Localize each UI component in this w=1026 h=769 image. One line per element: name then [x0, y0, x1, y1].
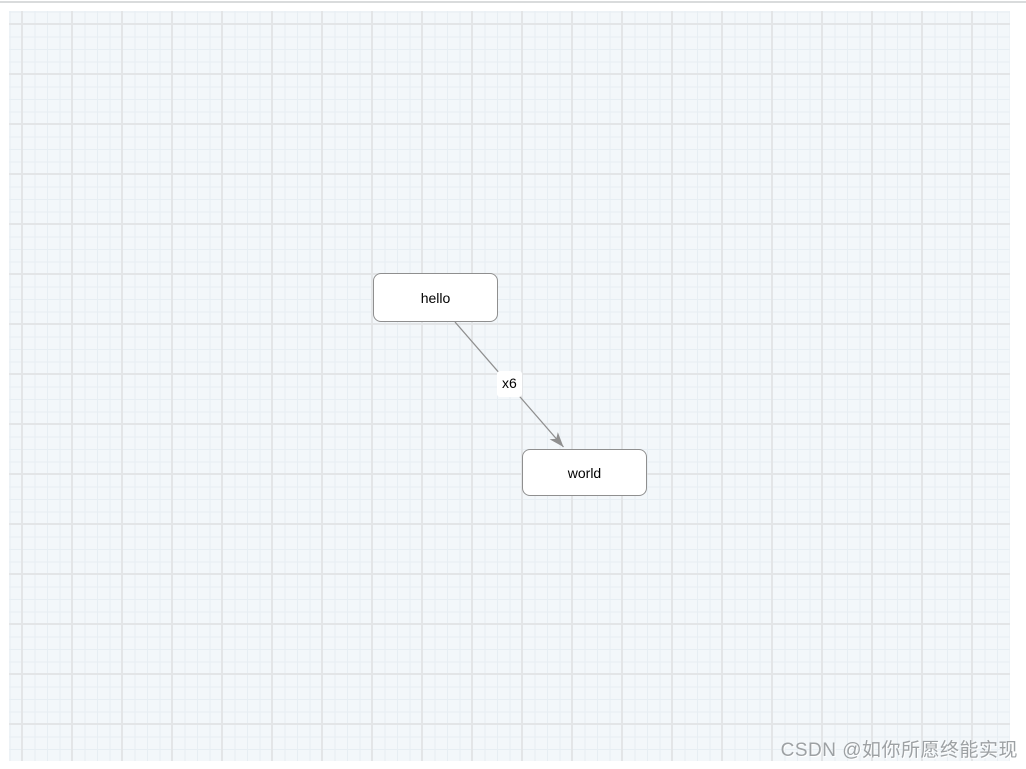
- edge-label-x6[interactable]: x6: [497, 371, 522, 397]
- edge-label-text: x6: [502, 375, 517, 391]
- node-hello[interactable]: hello: [373, 273, 498, 322]
- page-top-divider: [0, 1, 1026, 3]
- node-hello-label: hello: [420, 289, 451, 306]
- node-world-label: world: [567, 464, 602, 481]
- node-world[interactable]: world: [522, 449, 647, 496]
- x6-graph-canvas[interactable]: hello world x6: [9, 11, 1010, 761]
